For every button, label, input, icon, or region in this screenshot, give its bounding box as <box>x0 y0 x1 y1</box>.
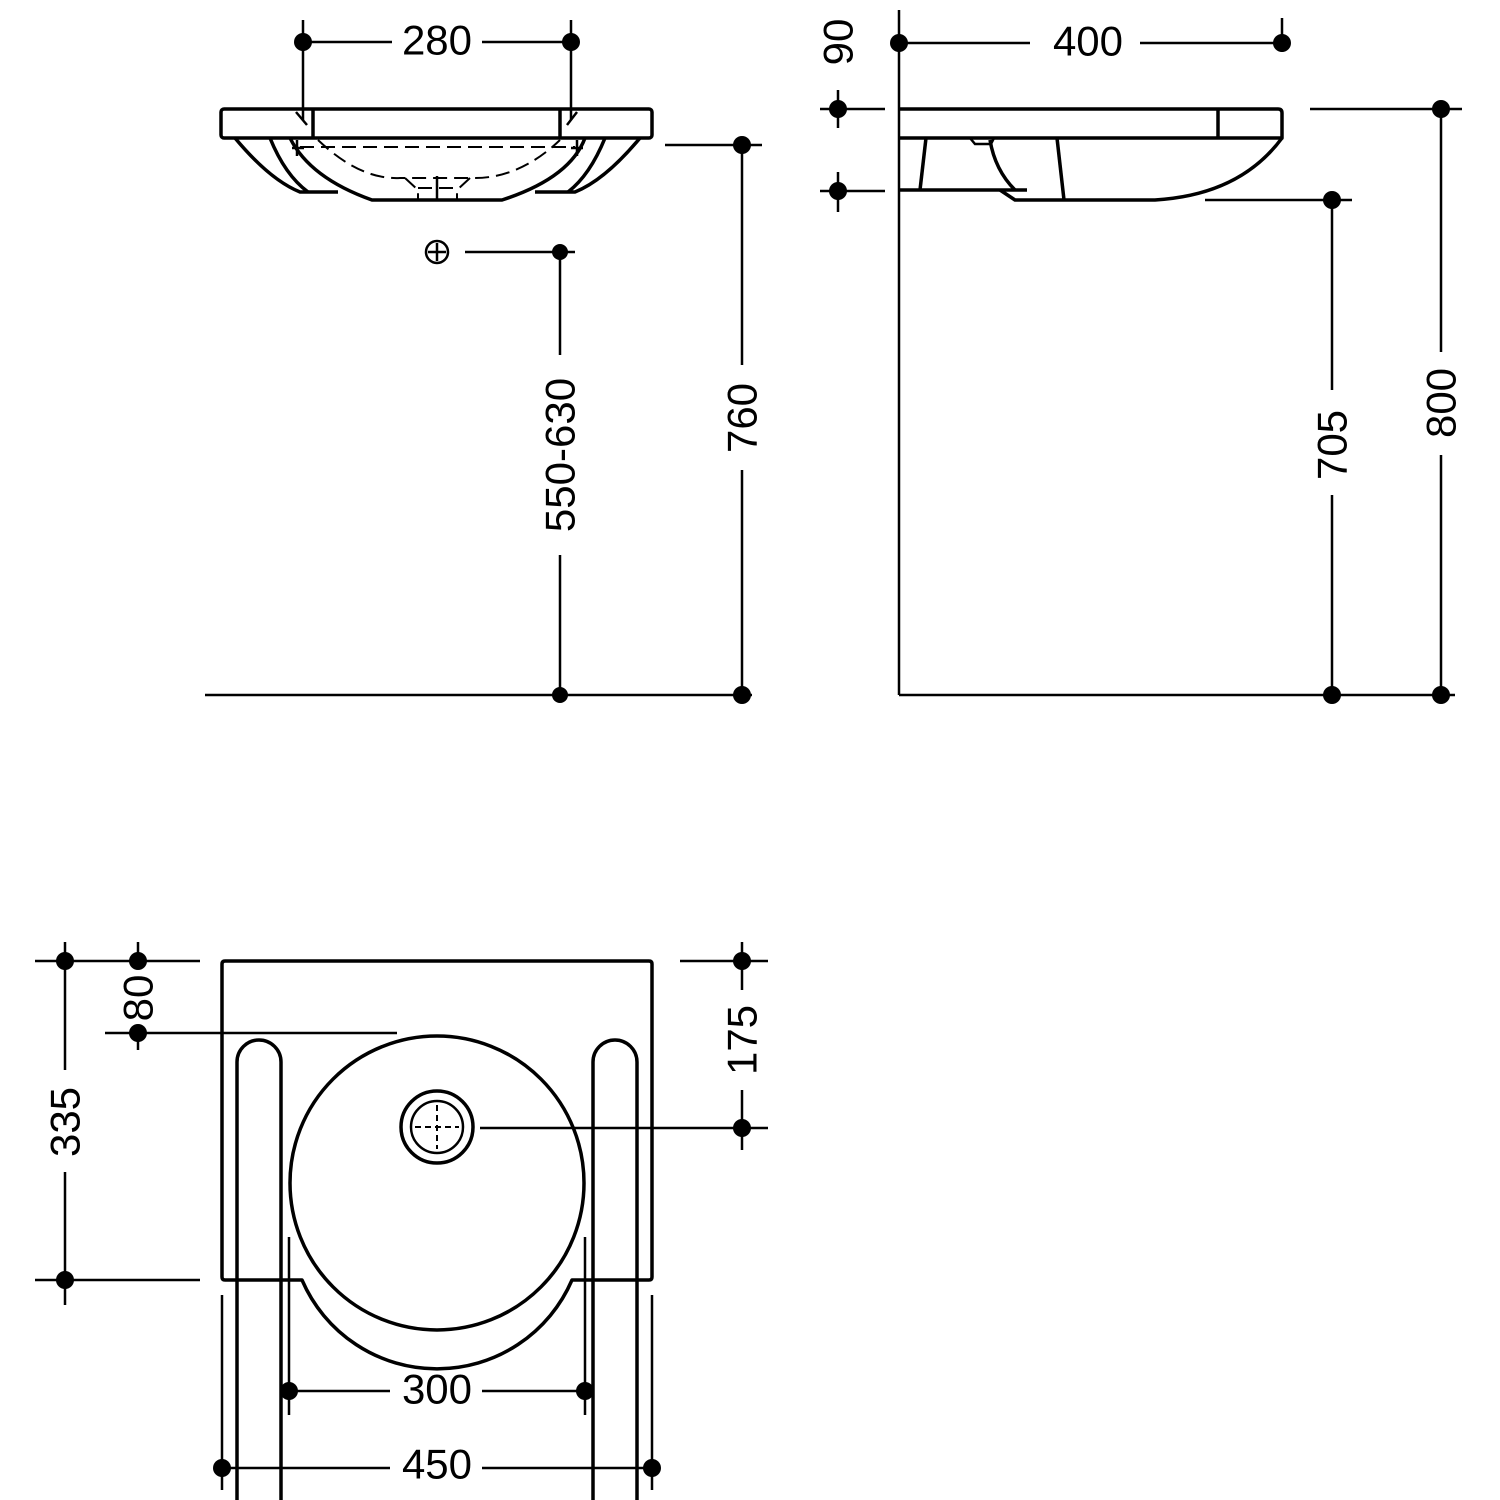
plan-view: 335 80 175 300 <box>35 942 768 1500</box>
front-view: 280 550-630 <box>205 17 766 704</box>
drain-icon <box>399 1089 475 1165</box>
dimension-label: 335 <box>42 1087 89 1157</box>
trap-height-dimension: 550-630 <box>424 239 584 695</box>
dimension-label: 80 <box>115 975 162 1022</box>
basin-side-outline <box>899 107 1284 202</box>
dimension-280: 280 <box>294 17 580 120</box>
side-view: 400 90 705 <box>815 10 1465 704</box>
dimension-400: 400 <box>890 18 1291 65</box>
underside-dimension-705: 705 <box>1205 191 1356 704</box>
basin-plan-outline <box>220 959 654 1371</box>
dimension-label: 90 <box>815 19 862 66</box>
grip-slot-left <box>235 1038 283 1500</box>
dimension-90: 90 <box>815 19 885 212</box>
rim-height-dimension: 760 <box>665 136 766 695</box>
dimension-175: 175 <box>480 942 768 1150</box>
dimension-450: 450 <box>213 1295 661 1490</box>
dimension-label: 300 <box>402 1366 472 1413</box>
dimension-label: 175 <box>719 1005 766 1075</box>
dimension-335: 335 <box>35 942 200 1305</box>
center-mark-icon <box>424 239 450 265</box>
dimension-80: 80 <box>105 942 397 1050</box>
top-dimension-800: 800 <box>1310 100 1465 704</box>
basin-front-outline <box>219 107 654 202</box>
dimension-label: 705 <box>1309 410 1356 480</box>
dimension-label: 760 <box>719 383 766 453</box>
dimension-300: 300 <box>280 1237 594 1415</box>
bowl <box>288 1034 586 1332</box>
grip-slot-right <box>591 1038 639 1500</box>
dimension-label: 800 <box>1418 368 1465 438</box>
dimension-label: 280 <box>402 17 472 64</box>
dimension-label: 550-630 <box>537 378 584 532</box>
dimension-label: 450 <box>402 1441 472 1488</box>
dimension-label: 400 <box>1053 18 1123 65</box>
